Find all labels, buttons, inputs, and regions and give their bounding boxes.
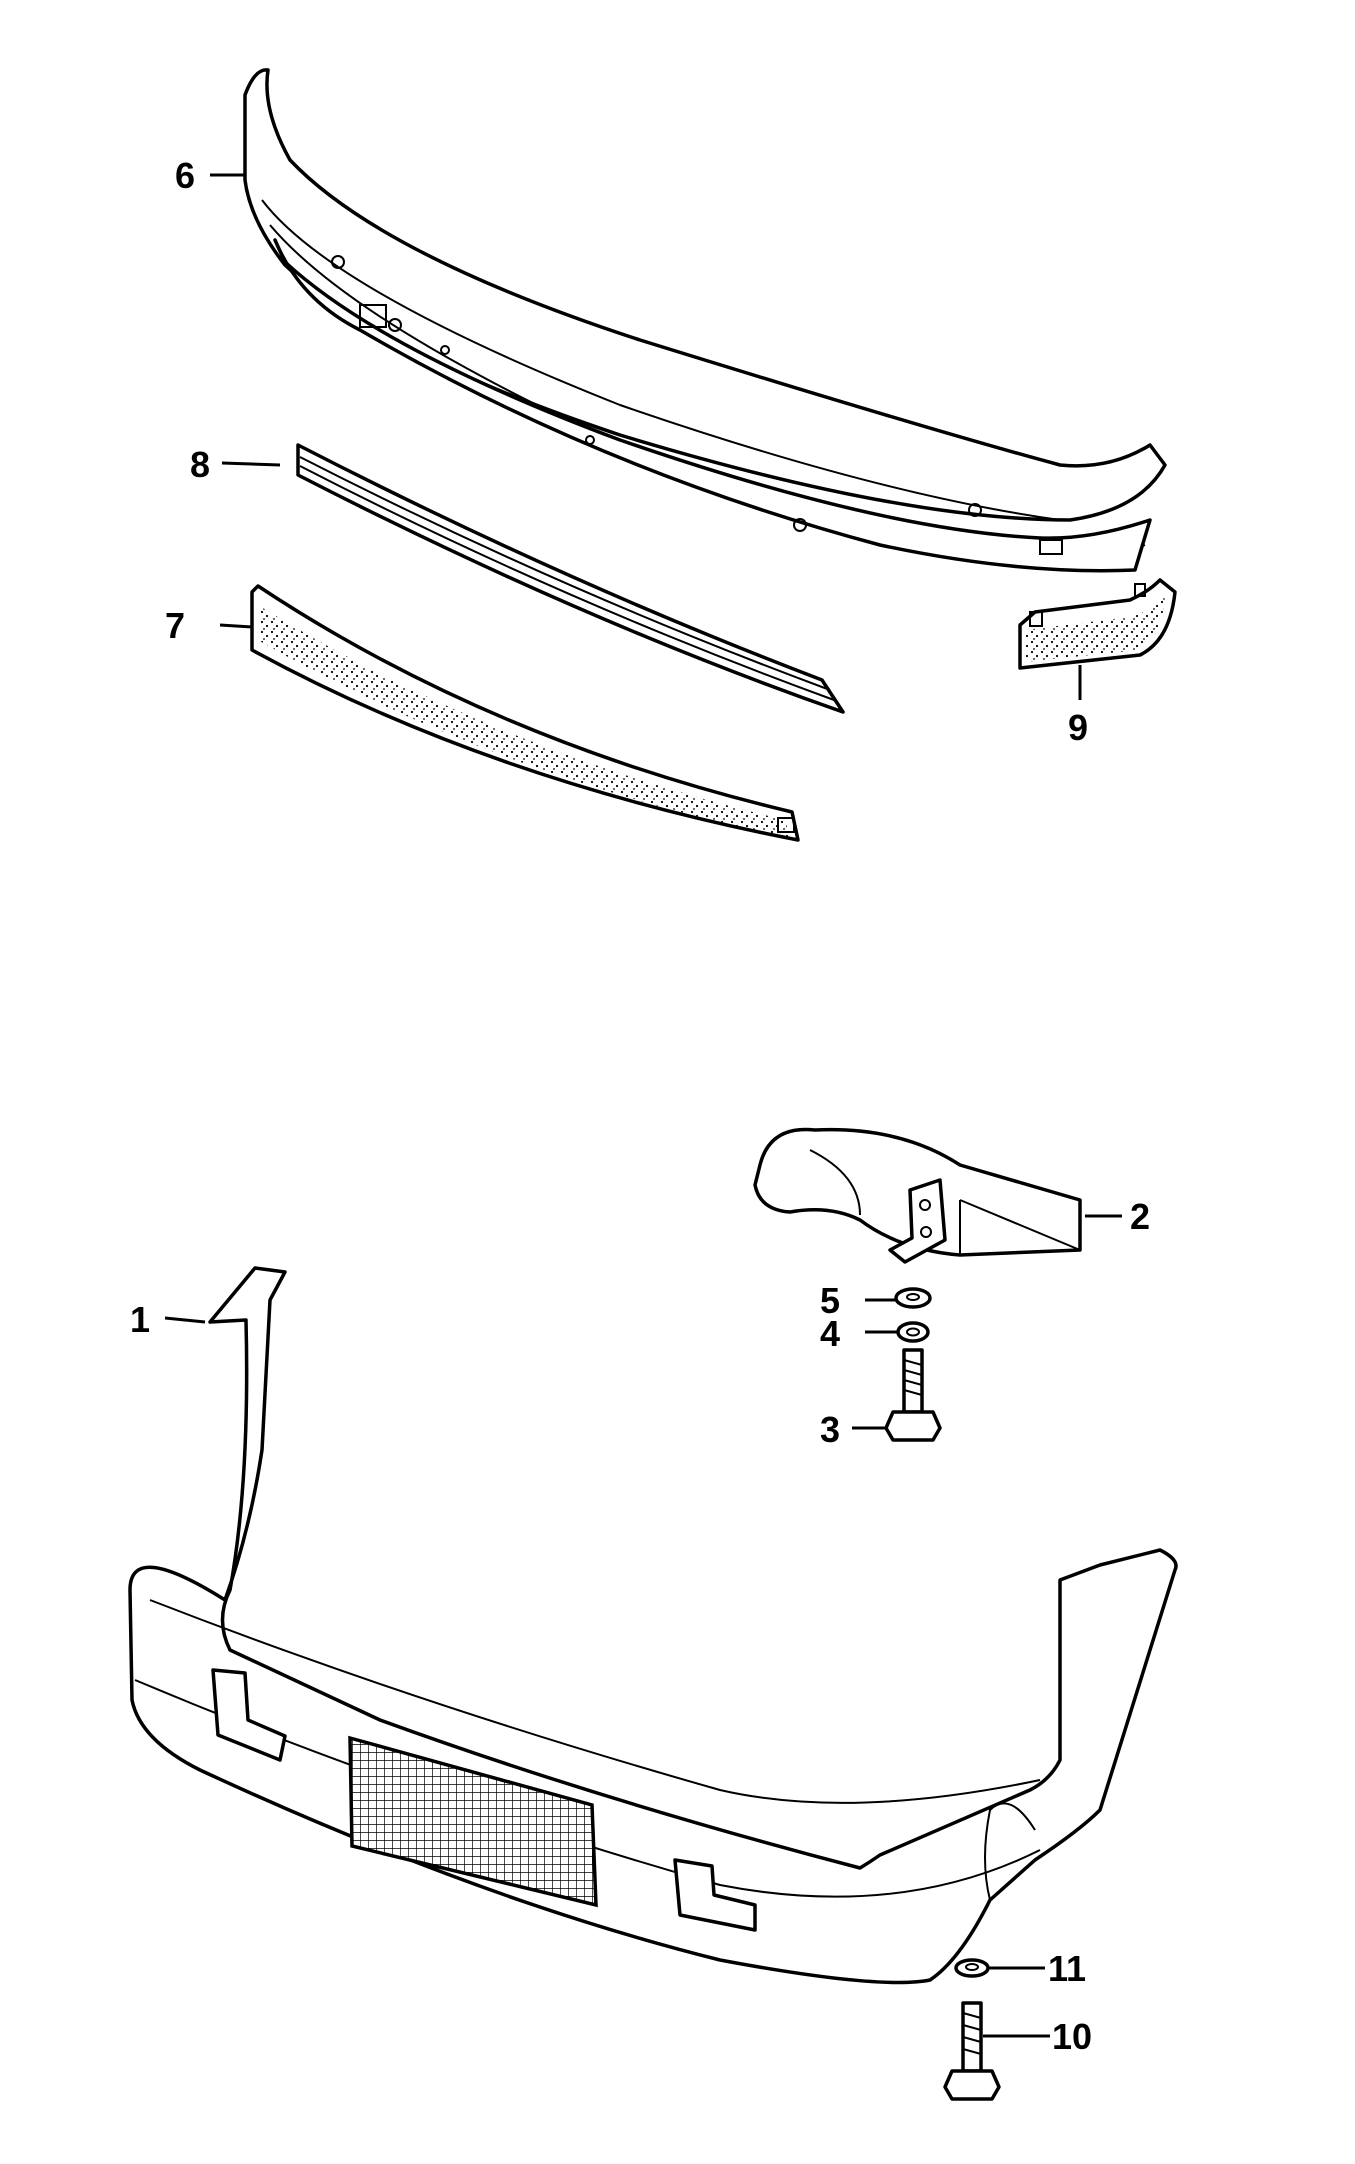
callout-11: 11	[1048, 1948, 1086, 1989]
lower-trim-strip-part	[250, 584, 800, 842]
spring-washer-part	[896, 1321, 930, 1343]
callout-6: 6	[175, 155, 195, 196]
callout-8: 8	[190, 444, 210, 485]
air-duct-part	[753, 1127, 1082, 1264]
bumper-strip-part	[296, 443, 845, 714]
spoiler-bolt-part	[943, 2001, 1001, 2101]
leader-lines	[164, 173, 1122, 2038]
spoiler-washer-part	[954, 1958, 990, 1978]
bumper-bar-part	[243, 68, 1167, 573]
callout-5: 5	[820, 1280, 840, 1321]
callout-3: 3	[820, 1409, 840, 1450]
corner-trim-part	[1018, 578, 1177, 670]
washer-part	[894, 1287, 932, 1309]
callout-2: 2	[1130, 1196, 1150, 1237]
front-spoiler-part	[128, 1266, 1178, 1985]
callout-4: 4	[820, 1313, 840, 1354]
callout-7: 7	[165, 605, 185, 646]
hex-bolt-part	[884, 1348, 942, 1442]
callout-1: 1	[130, 1299, 150, 1340]
callout-10: 10	[1052, 2016, 1092, 2057]
callout-9: 9	[1068, 707, 1088, 748]
